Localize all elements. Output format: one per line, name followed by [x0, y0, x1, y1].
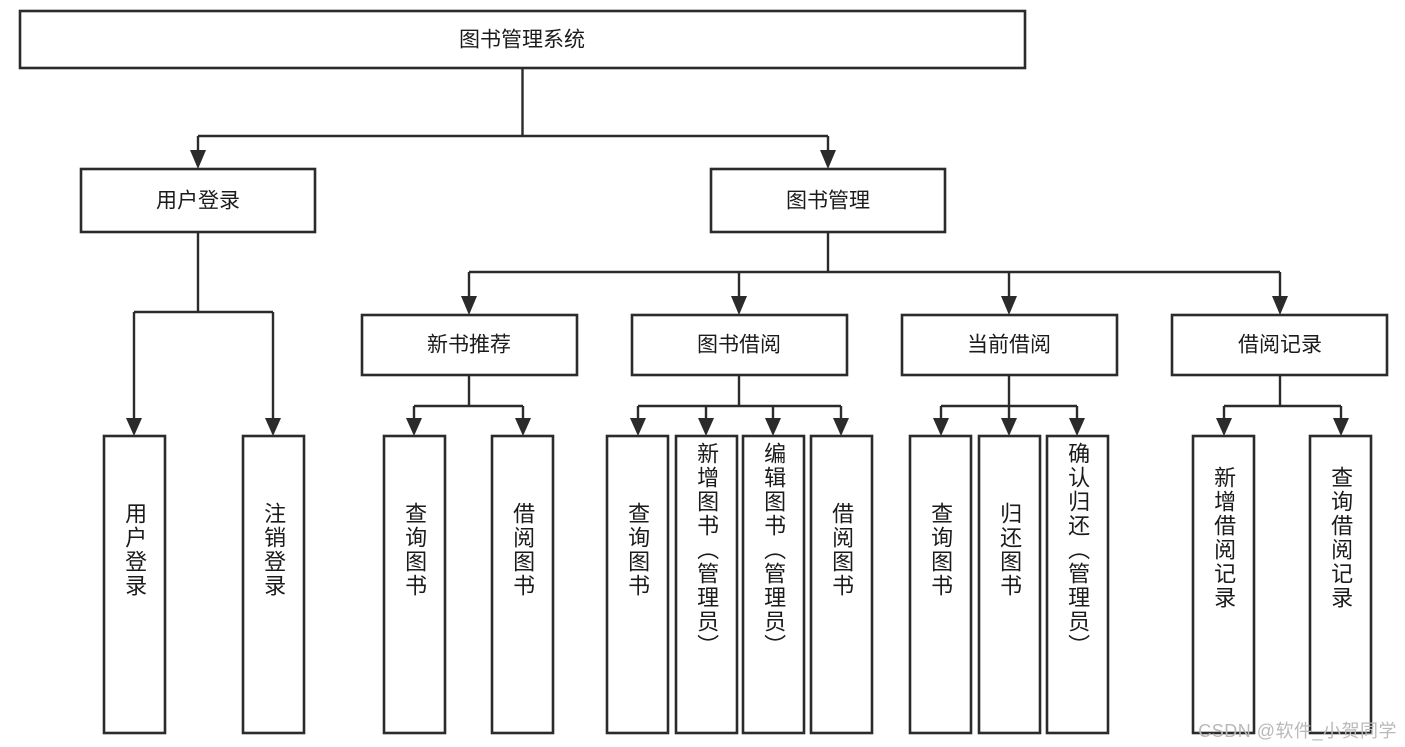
leaf-box-borrow-book[interactable]: [809, 434, 874, 735]
label-user-login: 用户登录: [156, 190, 240, 213]
leaf-box-newbook-borrow[interactable]: [490, 434, 555, 735]
arrowhead-currentborrow-leaf-1: [933, 418, 949, 436]
node-book-borrow-box[interactable]: [630, 313, 849, 377]
leaf-box-edit-book[interactable]: [741, 434, 806, 735]
arrowhead-borrow-record: [1272, 296, 1288, 315]
arrowhead-borrowrecord-leaf-2: [1333, 418, 1349, 436]
connectors: [126, 68, 1349, 436]
node-new-book-box[interactable]: [360, 313, 579, 377]
arrowhead-book-borrow: [731, 296, 747, 315]
watermark-text: CSDN @软件_小贺同学: [1198, 721, 1397, 741]
node-borrow-record-box[interactable]: [1170, 313, 1389, 377]
arrowhead-leaf-logout: [265, 418, 281, 436]
arrowhead-currentborrow-leaf-3: [1069, 418, 1085, 436]
arrowhead-bookborrow-leaf-1: [630, 418, 646, 436]
node-user-login-box[interactable]: [79, 167, 317, 234]
label-borrow-record: 借阅记录: [1238, 334, 1322, 357]
arrowhead-user-login: [190, 150, 206, 169]
arrowhead-bookborrow-leaf-4: [833, 418, 849, 436]
leaf-box-logout[interactable]: [241, 434, 306, 735]
arrowhead-book-mgmt: [820, 150, 836, 169]
arrowhead-leaf-user-login: [126, 418, 142, 436]
leaf-box-newbook-query[interactable]: [382, 434, 447, 735]
label-book-management: 图书管理: [786, 190, 870, 213]
arrowhead-bookborrow-leaf-2: [698, 418, 714, 436]
node-boxes: [18, 9, 1389, 735]
leaf-box-current-query[interactable]: [908, 434, 973, 735]
arrowhead-bookborrow-leaf-3: [765, 418, 781, 436]
leaf-box-query-record[interactable]: [1308, 434, 1373, 735]
node-labels: 图书管理系统 用户登录 图书管理 新书推荐 图书借阅 当前借阅 借阅记录: [156, 29, 1322, 357]
label-book-borrow: 图书借阅: [697, 334, 781, 357]
leaf-box-confirm-return[interactable]: [1045, 434, 1110, 735]
label-current-borrow: 当前借阅: [967, 334, 1051, 357]
arrowhead-newbook-leaf-2: [515, 418, 531, 436]
arrowhead-newbook-leaf-1: [406, 418, 422, 436]
arrowhead-current-borrow: [1001, 296, 1017, 315]
leaf-box-add-book[interactable]: [674, 434, 739, 735]
label-root: 图书管理系统: [459, 29, 585, 52]
node-root-box[interactable]: [18, 9, 1027, 70]
leaf-box-add-record[interactable]: [1191, 434, 1256, 735]
node-current-borrow-box[interactable]: [900, 313, 1119, 377]
arrowhead-new-book: [461, 296, 477, 315]
arrowhead-borrowrecord-leaf-1: [1216, 418, 1232, 436]
leaf-box-borrow-query[interactable]: [605, 434, 670, 735]
arrowhead-currentborrow-leaf-2: [1001, 418, 1017, 436]
node-book-management-box[interactable]: [709, 167, 947, 234]
leaf-box-user-login[interactable]: [102, 434, 167, 735]
leaf-box-return-book[interactable]: [977, 434, 1042, 735]
label-new-book: 新书推荐: [427, 334, 511, 357]
